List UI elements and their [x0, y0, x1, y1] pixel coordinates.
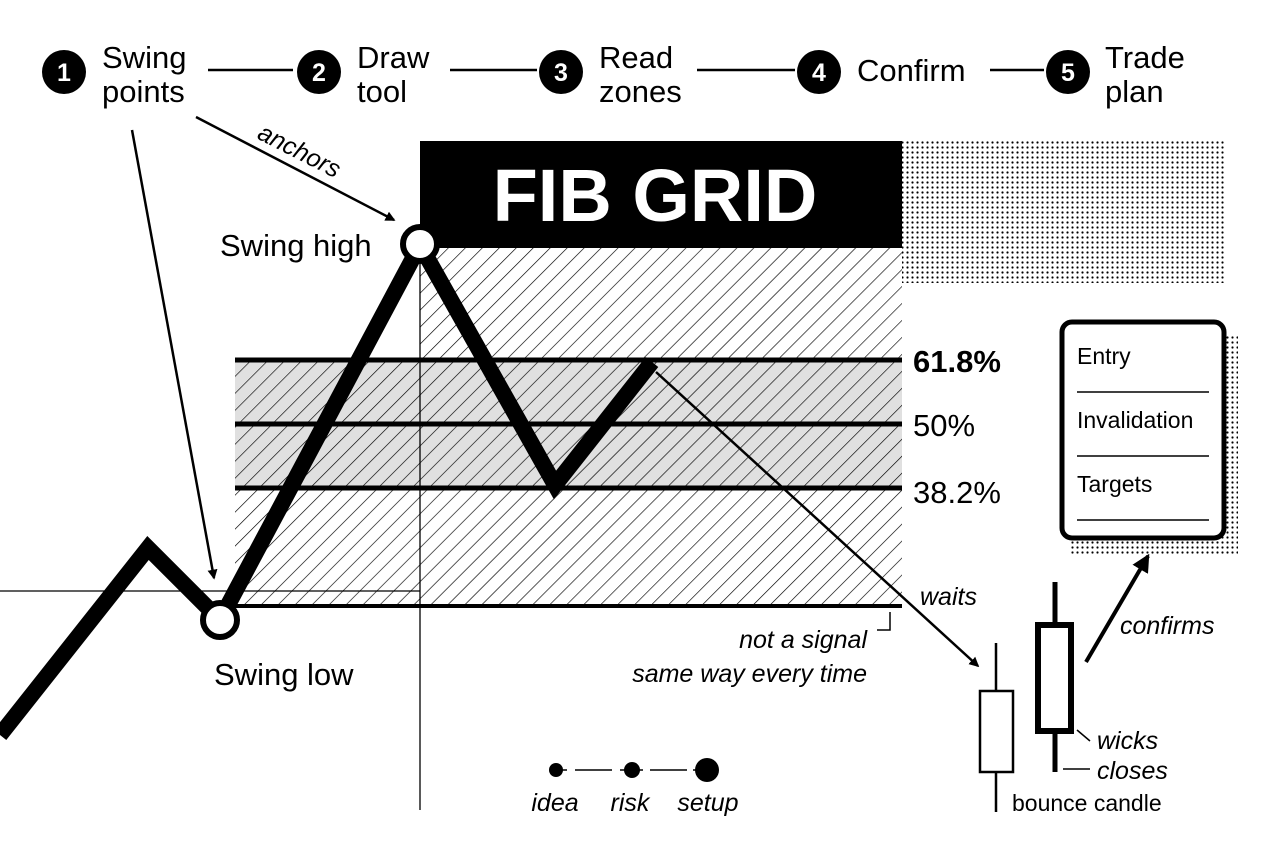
bounce-candle-label: bounce candle: [1012, 790, 1162, 816]
step-badge: [1046, 50, 1090, 94]
legend: idea risk setup: [531, 758, 739, 817]
step-badge: [539, 50, 583, 94]
legend-dot-setup: [695, 758, 719, 782]
candle-bounce: [1035, 582, 1074, 772]
step-2: 2 Draw tool: [297, 40, 430, 109]
swing-high-label: Swing high: [220, 228, 372, 263]
upper-hatch-zone: [420, 248, 902, 360]
trade-plan-card: Entry Invalidation Targets: [1059, 319, 1238, 554]
candle-body: [978, 689, 1015, 774]
not-signal-label: not a signal: [739, 626, 868, 654]
swing-low-label: Swing low: [214, 657, 354, 692]
step-number: 5: [1061, 59, 1075, 87]
anchors-label: anchors: [253, 118, 345, 183]
step-1: 1 Swing points: [42, 40, 186, 109]
swing-low-marker: [200, 600, 240, 640]
legend-dot-risk: [624, 762, 640, 778]
title-block: [420, 141, 902, 248]
step-label: Swing: [102, 40, 186, 75]
lower-hatch-zone: [235, 488, 902, 606]
wicks-label: wicks: [1097, 727, 1158, 755]
price-path: [0, 228, 659, 740]
dotted-texture-panel: [902, 141, 1226, 283]
step-label: Read: [599, 40, 673, 75]
diagram-title: FIB GRID: [493, 154, 818, 237]
legend-dot-idea: [549, 763, 563, 777]
step-label: zones: [599, 74, 682, 109]
card-frame: [1059, 319, 1227, 541]
confirms-label: confirms: [1120, 612, 1214, 640]
step-label: Confirm: [857, 53, 966, 88]
note-bracket: [877, 612, 891, 631]
anchors-arrow: [195, 115, 396, 222]
waits-label: waits: [920, 583, 977, 611]
level-label-50: 50%: [913, 408, 975, 443]
step-badge: [42, 50, 86, 94]
plan-targets: Targets: [1077, 471, 1152, 497]
level-label-618: 61.8%: [913, 344, 1001, 379]
swing-high-marker: [400, 224, 440, 264]
plan-invalidation: Invalidation: [1077, 407, 1193, 433]
waits-arrow: [655, 371, 980, 668]
step-label: points: [102, 74, 185, 109]
plan-entry: Entry: [1077, 343, 1131, 369]
step-number: 2: [312, 59, 326, 87]
step-number: 3: [554, 59, 568, 87]
step-4: 4 Confirm: [797, 50, 966, 94]
step-label: tool: [357, 74, 407, 109]
step-label: plan: [1105, 74, 1164, 109]
candle-body: [1035, 622, 1074, 734]
legend-label-setup: setup: [677, 789, 738, 817]
step-3: 3 Read zones: [539, 40, 682, 109]
step-timeline: 1 Swing points 2 Draw tool 3 Read zones …: [42, 40, 1185, 109]
confirms-arrow: [1084, 553, 1150, 664]
closes-label: closes: [1097, 757, 1168, 785]
not-signal-subtext: same way every time: [632, 660, 867, 688]
step-number: 4: [812, 59, 826, 87]
wicks-leader: [1076, 729, 1091, 742]
step-label: Draw: [357, 40, 430, 75]
level-label-382: 38.2%: [913, 475, 1001, 510]
swing-low-arrow: [130, 129, 218, 580]
step-5: 5 Trade plan: [1046, 40, 1185, 109]
step-badge: [797, 50, 841, 94]
candle-small: [978, 643, 1015, 812]
step-badge: [297, 50, 341, 94]
legend-label-risk: risk: [611, 789, 651, 817]
legend-label-idea: idea: [531, 789, 578, 817]
step-label: Trade: [1105, 40, 1185, 75]
step-number: 1: [57, 59, 71, 87]
